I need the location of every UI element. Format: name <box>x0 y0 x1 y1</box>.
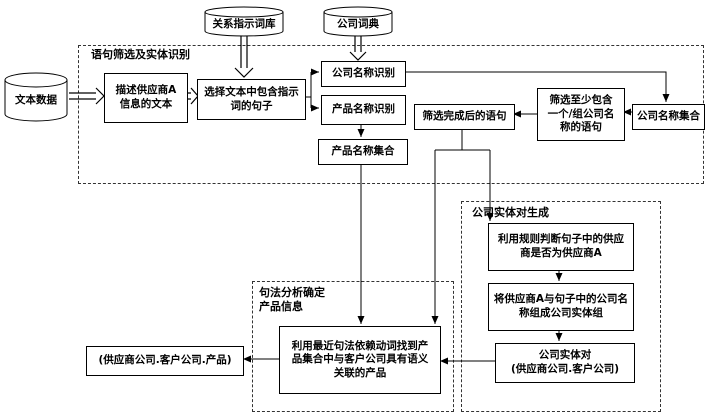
node-company-set: 公司名称集合 <box>632 104 705 130</box>
double-arrow-textdata-to-describe-icon <box>69 87 105 105</box>
node-select-sentences: 选择文本中包含指示 词的句子 <box>197 79 306 120</box>
double-arrow-relation-dict-down-icon <box>234 36 254 78</box>
node-product-ner: 产品名称识别 <box>321 95 406 125</box>
company-dict-cylinder-icon <box>323 6 393 37</box>
relation-dict-label: 关系指示词库 <box>212 18 276 30</box>
group-syntax-analysis-label: 句法分析确定 产品信息 <box>259 286 325 314</box>
company-dict-label: 公司词典 <box>337 18 379 30</box>
relation-dict-cylinder-icon <box>204 6 284 37</box>
node-filtered-sentences: 筛选完成后的语句 <box>414 104 515 130</box>
text-data-cylinder-icon <box>4 72 68 122</box>
node-rule-check-supplier: 利用规则判断句子中的供应 商是否为供应商A <box>488 223 634 271</box>
node-supplier-text: 描述供应商A 信息的文本 <box>104 73 188 123</box>
node-filter-min-company: 筛选至少包含 一个/组公司名 称的语句 <box>537 88 625 141</box>
node-product-set: 产品名称集合 <box>318 139 408 165</box>
node-entity-pair: 公司实体对 (供应商公司.客户公司) <box>495 343 635 383</box>
connector-filtered-split <box>435 126 490 151</box>
group-syntax-analysis: 句法分析确定 产品信息 <box>252 281 454 412</box>
node-company-ner: 公司名称识别 <box>321 61 406 87</box>
text-data-label: 文本数据 <box>15 94 57 106</box>
node-build-entity-group: 将供应商A与句子中的公司名 称组成公司实体组 <box>488 283 634 331</box>
node-find-related-product: 利用最近句法依赖动词找到产 品集合中与客户公司具有语义 关联的产品 <box>279 326 441 394</box>
arrow-company-ner-to-company-set <box>402 71 670 102</box>
node-final-triple: (供应商公司.客户公司.产品) <box>86 346 244 376</box>
group-sentence-filter-label: 语句筛选及实体识别 <box>91 48 190 61</box>
double-arrow-company-dict-down-icon <box>349 36 367 61</box>
